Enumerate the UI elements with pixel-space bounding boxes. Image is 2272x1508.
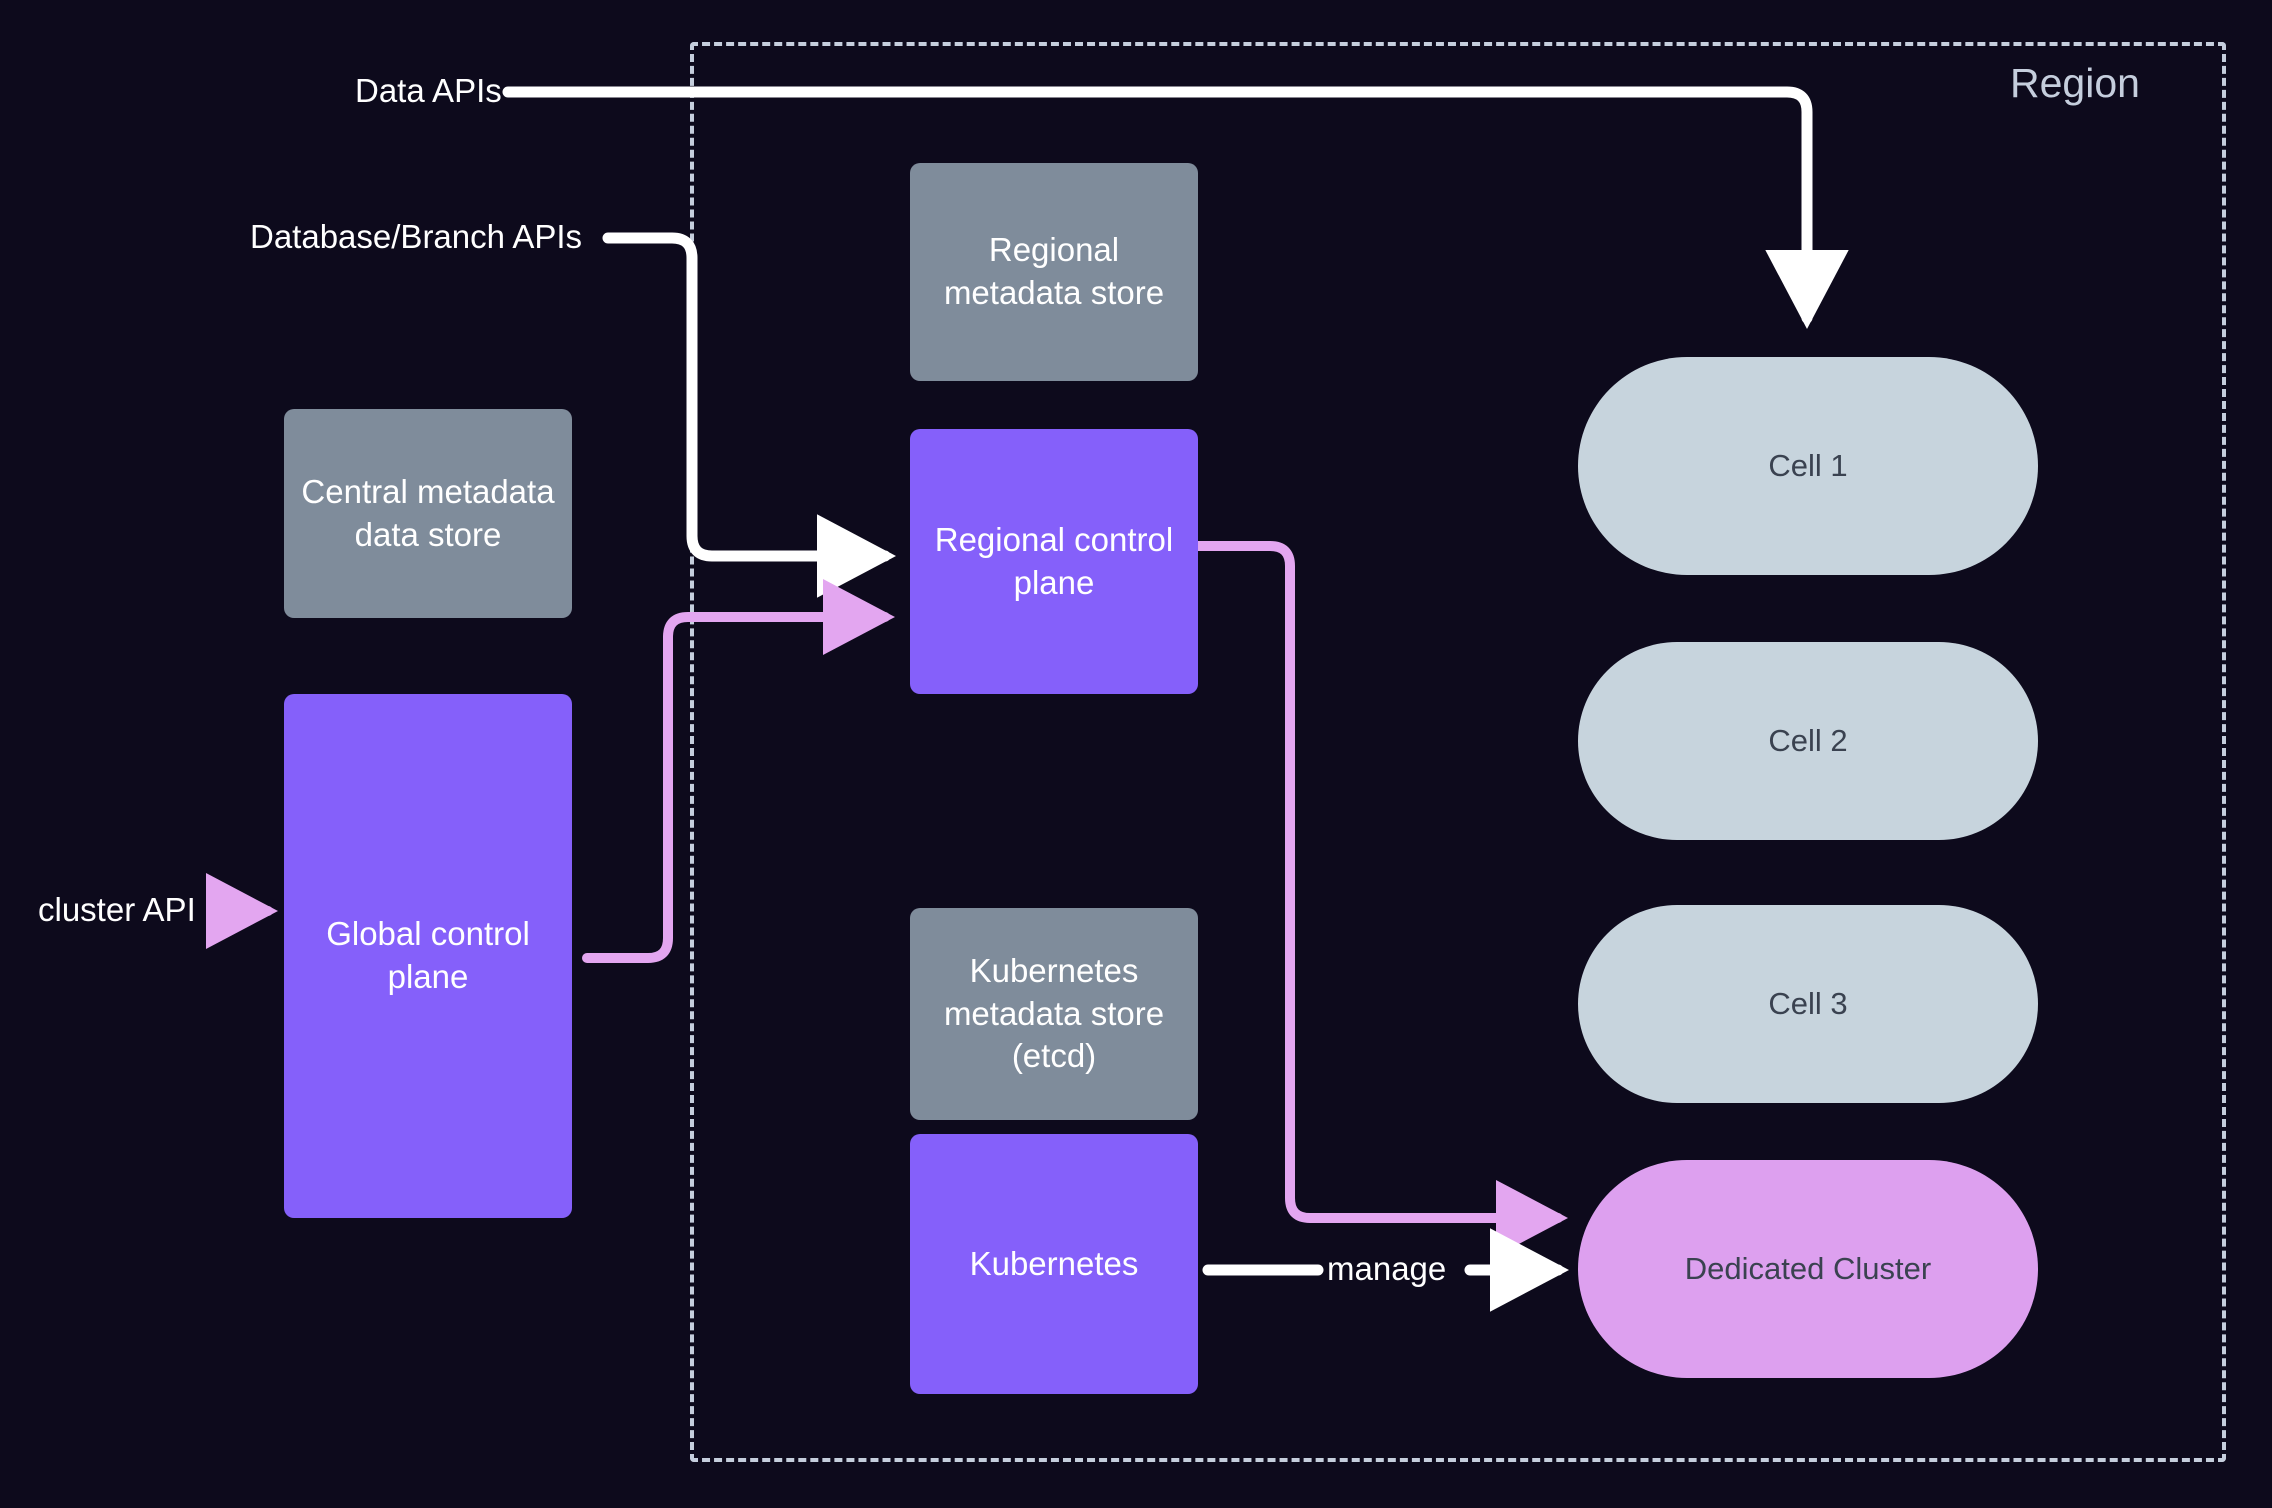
region-label: Region [2010,60,2140,106]
node-kubernetes-metadata-store[interactable]: Kubernetes metadata store (etcd) [910,908,1198,1120]
node-kubernetes[interactable]: Kubernetes [910,1134,1198,1394]
node-regional-control-plane[interactable]: Regional control plane [910,429,1198,694]
node-cell-1[interactable]: Cell 1 [1578,357,2038,575]
node-regional-metadata-store[interactable]: Regional metadata store [910,163,1198,381]
node-global-control-plane[interactable]: Global control plane [284,694,572,1218]
node-cell-3[interactable]: Cell 3 [1578,905,2038,1103]
edge-label-database-branch-apis: Database/Branch APIs [250,218,583,255]
node-central-metadata-data-store[interactable]: Central metadata data store [284,409,572,618]
edge-label-cluster-api: cluster API [38,891,196,928]
edge-label-manage: manage [1327,1250,1447,1287]
node-cell-2[interactable]: Cell 2 [1578,642,2038,840]
node-dedicated-cluster[interactable]: Dedicated Cluster [1578,1160,2038,1378]
edge-label-data-apis: Data APIs [355,72,502,109]
